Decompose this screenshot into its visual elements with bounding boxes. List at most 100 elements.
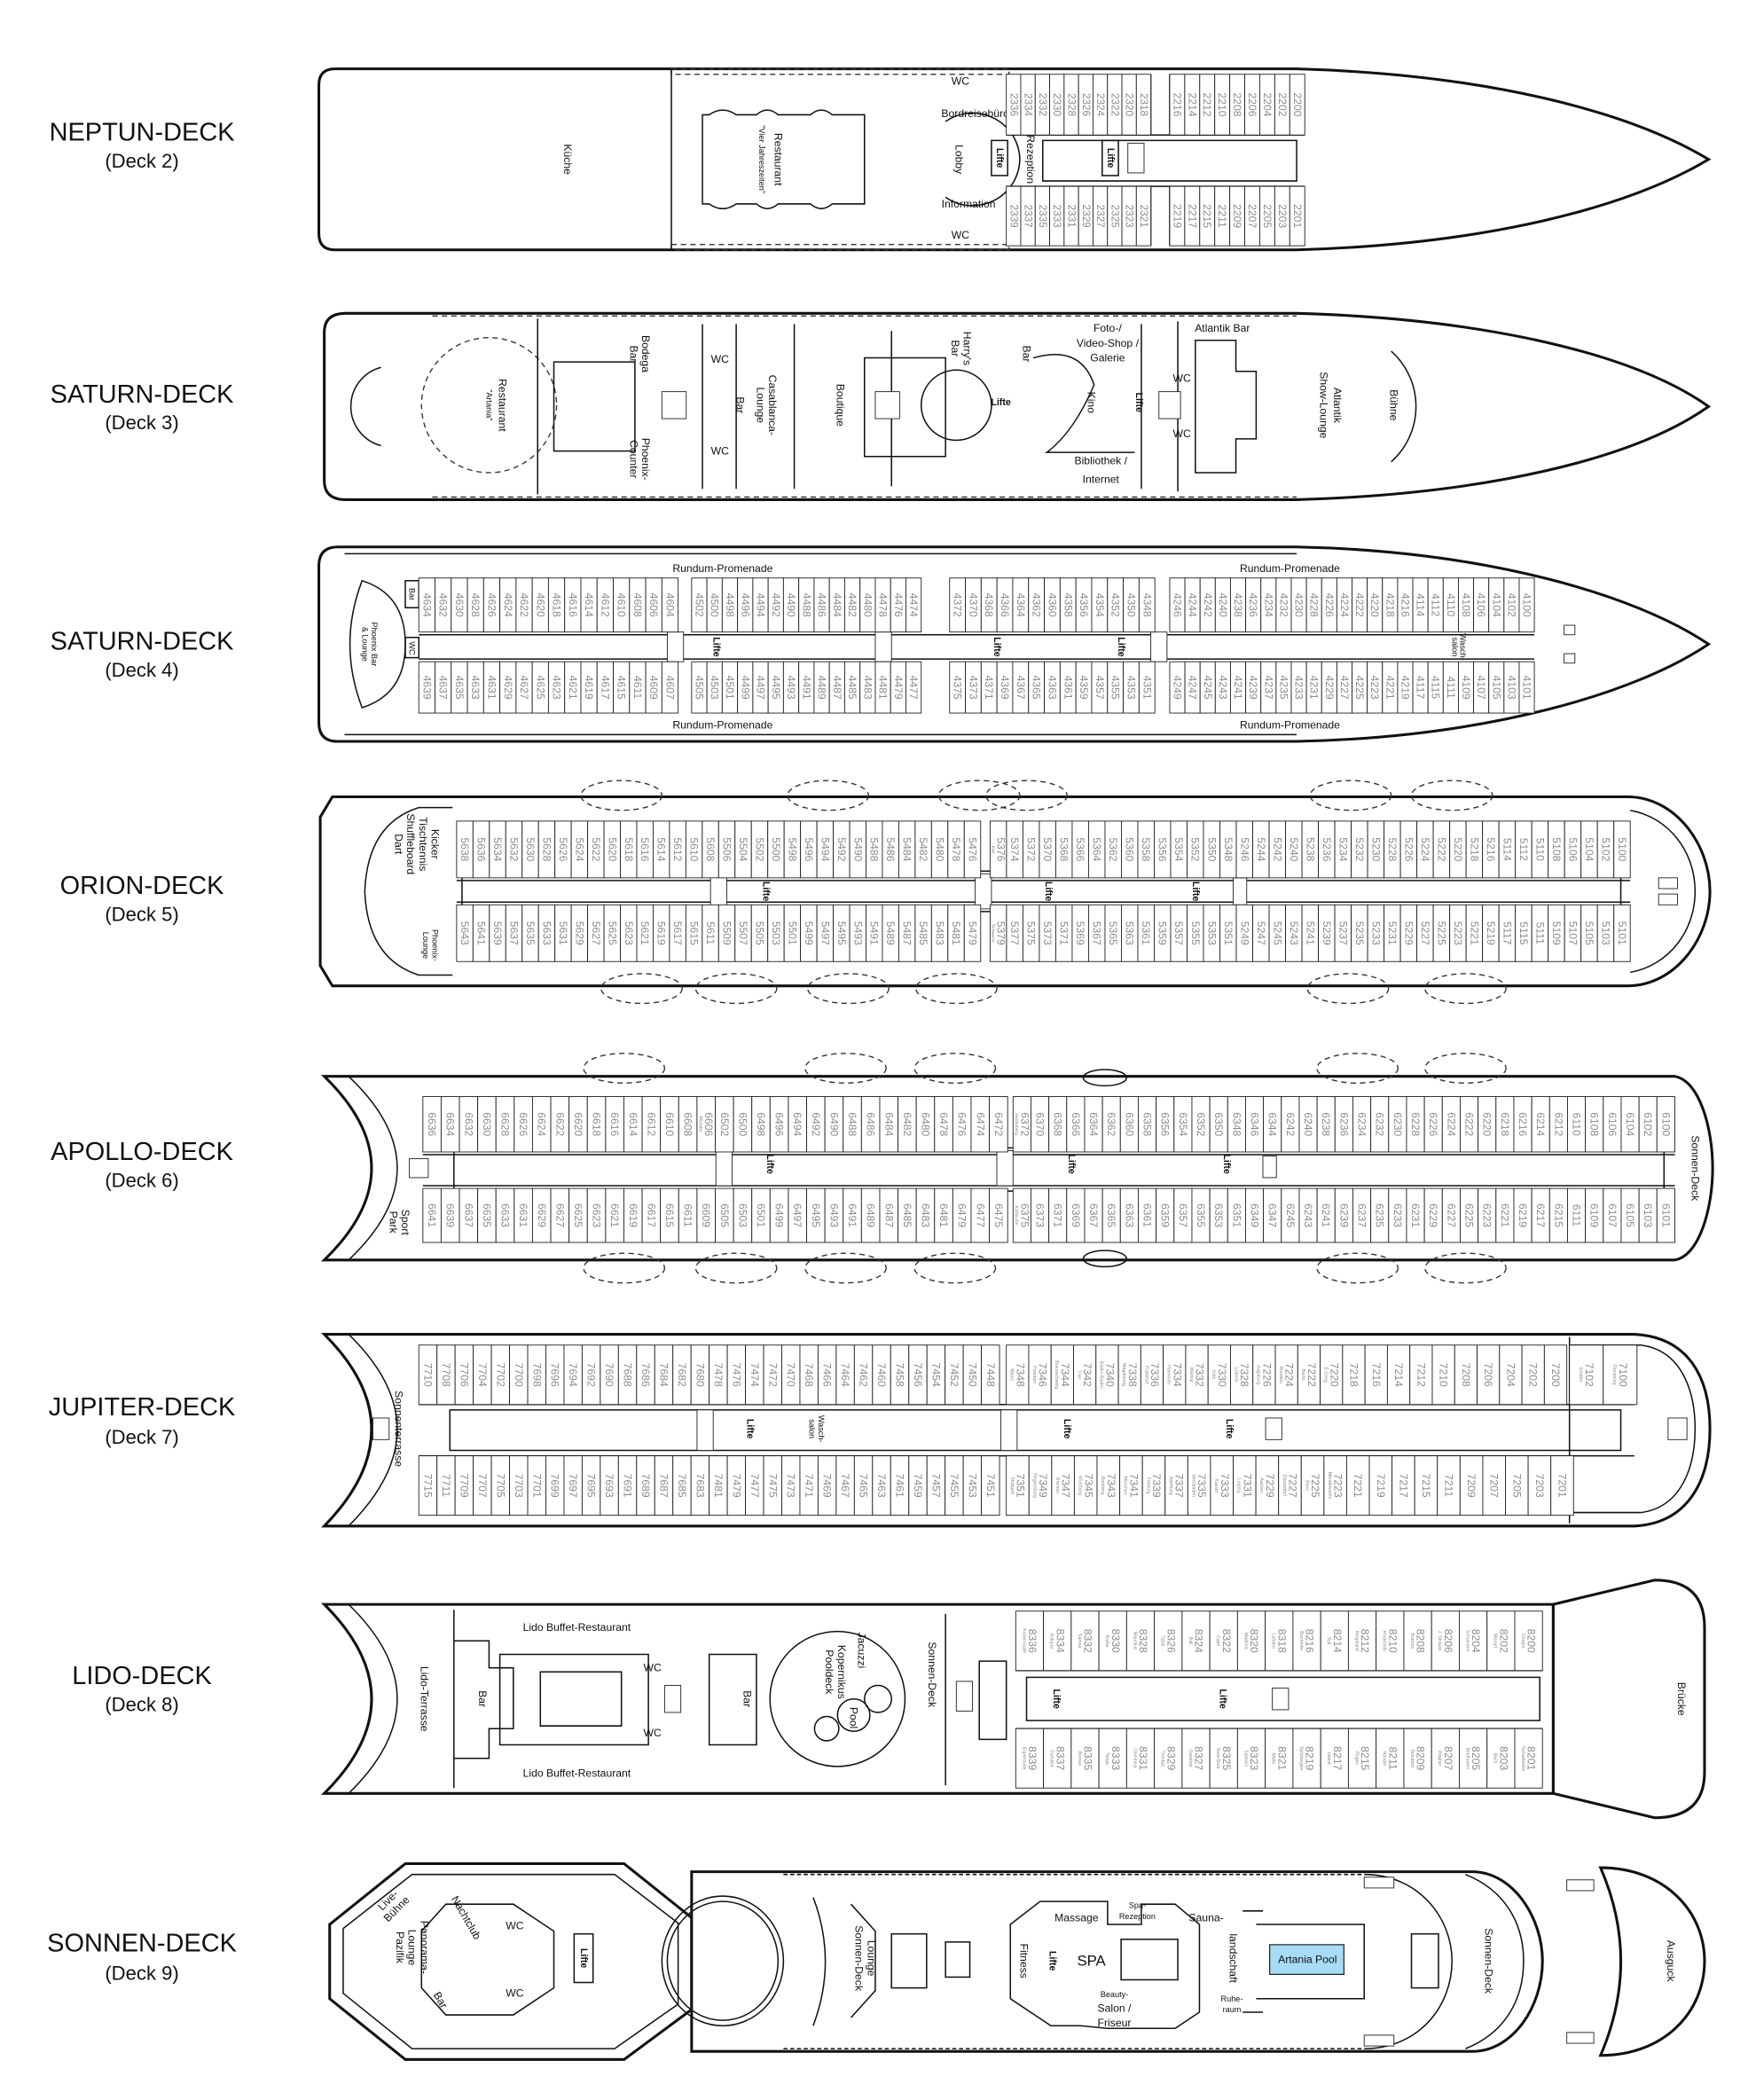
cabin[interactable]: 5621 [636, 904, 654, 962]
cabin[interactable]: 4358 [1059, 577, 1077, 633]
cabin[interactable]: 5630 [521, 820, 539, 879]
cabin[interactable]: 2329 [1078, 185, 1094, 247]
cabin[interactable]: 4233 [1290, 661, 1307, 714]
cabin[interactable]: 4637 [435, 661, 452, 714]
cabin[interactable]: 2337 [1020, 185, 1036, 247]
cabin[interactable]: 7464 [835, 1344, 855, 1406]
cabin[interactable]: 4117 [1412, 661, 1429, 714]
cabin[interactable]: 4615 [613, 661, 631, 714]
cabin[interactable]: 2333 [1049, 185, 1065, 247]
cabin[interactable]: 6618 [586, 1096, 607, 1153]
cabin[interactable]: 4111 [1442, 661, 1459, 714]
cabin[interactable]: 6238 [1316, 1096, 1336, 1153]
cabin[interactable]: 7200 [1543, 1344, 1568, 1406]
cabin[interactable]: 6476 [952, 1096, 972, 1153]
cabin[interactable]: 6219 [1513, 1187, 1533, 1243]
cabin[interactable]: 6365 [1101, 1187, 1121, 1243]
cabin[interactable]: 7468 [799, 1344, 819, 1406]
cabin[interactable]: 5227 [1416, 904, 1434, 962]
cabin[interactable]: 4619 [580, 661, 598, 714]
cabin[interactable]: 5350 [1203, 820, 1220, 879]
cabin[interactable]: 7455 [945, 1455, 964, 1516]
cabin[interactable]: 6629 [531, 1187, 552, 1243]
cabin[interactable]: 5233 [1367, 904, 1385, 962]
cabin[interactable]: 7700 [509, 1344, 529, 1406]
cabin[interactable]: 4352 [1107, 577, 1125, 633]
cabin[interactable]: 7465 [853, 1455, 874, 1516]
cabin[interactable]: 6111 [1567, 1187, 1587, 1243]
cabin[interactable]: 5229 [1399, 904, 1418, 962]
cabin[interactable]: 4606 [645, 577, 662, 633]
cabin[interactable]: 5501 [783, 904, 802, 962]
cabin[interactable]: 5220 [1449, 820, 1467, 879]
cabin[interactable]: 4479 [890, 661, 906, 714]
cabin[interactable]: 4635 [451, 661, 468, 714]
deck-neptun[interactable]: Küche Restaurant "Vier Jahreszeiten" Bor… [317, 67, 1712, 252]
cabin[interactable]: 6496 [769, 1096, 789, 1153]
cabin[interactable]: 2325 [1107, 185, 1123, 247]
cabin[interactable]: 5375 [1022, 904, 1040, 962]
cabin[interactable]: 6370 [1030, 1096, 1050, 1153]
cabin[interactable]: 6358 [1137, 1096, 1157, 1153]
cabin[interactable]: 2205 [1258, 185, 1275, 247]
cabin[interactable]: 5616 [636, 820, 654, 879]
cabin[interactable]: 2201 [1289, 185, 1305, 247]
cabin[interactable]: 4237 [1260, 661, 1277, 714]
cabin[interactable]: 7689 [636, 1455, 655, 1516]
cabin[interactable]: 4629 [499, 661, 517, 714]
cabin[interactable]: 6233 [1388, 1187, 1407, 1243]
cabin[interactable]: 6501 [751, 1187, 771, 1243]
cabin[interactable]: 6491 [843, 1187, 862, 1243]
cabin[interactable]: 7685 [672, 1455, 692, 1516]
cabin[interactable]: 4102 [1503, 577, 1520, 633]
cabin[interactable]: 4236 [1245, 577, 1262, 633]
cabin[interactable]: 4628 [466, 577, 484, 633]
cabin[interactable]: 5626 [554, 820, 572, 879]
cabin[interactable]: 7715 [418, 1455, 438, 1516]
cabin[interactable]: 5628 [537, 820, 556, 879]
cabin[interactable]: 6612 [641, 1096, 662, 1153]
cabin[interactable]: 5235 [1351, 904, 1368, 962]
cabin[interactable]: 6352 [1191, 1096, 1211, 1153]
cabin[interactable]: 5352 [1187, 820, 1204, 879]
cabin[interactable]: 6236 [1334, 1096, 1353, 1153]
cabin[interactable]: 4222 [1352, 577, 1368, 633]
cabin[interactable]: 6617 [641, 1187, 662, 1243]
cabin[interactable]: 5627 [587, 904, 605, 962]
cabin[interactable]: 2207 [1244, 185, 1260, 247]
cabin[interactable]: 4104 [1488, 577, 1505, 633]
cabin[interactable]: 5225 [1432, 904, 1451, 962]
cabin[interactable]: 2334 [1020, 74, 1036, 136]
cabin[interactable]: 4611 [629, 661, 647, 714]
cabin[interactable]: 7708 [436, 1344, 456, 1406]
cabin[interactable]: 2320 [1121, 74, 1137, 136]
cabin[interactable]: 7202 [1521, 1344, 1545, 1406]
cabin[interactable]: 4498 [721, 577, 739, 633]
cabin[interactable]: 7703 [509, 1455, 529, 1516]
cabin[interactable]: 6222 [1460, 1096, 1479, 1153]
cabin[interactable]: 4101 [1518, 661, 1535, 714]
cabin[interactable]: 6490 [824, 1096, 844, 1153]
cabin[interactable]: 6229 [1423, 1187, 1443, 1243]
cabin[interactable]: 6223 [1478, 1187, 1497, 1243]
cabin[interactable]: 4234 [1260, 577, 1277, 633]
cabin[interactable]: 4223 [1367, 661, 1384, 714]
cabin[interactable]: 4487 [828, 661, 845, 714]
cabin[interactable]: 7706 [454, 1344, 474, 1406]
cabin[interactable]: 7214 [1386, 1344, 1411, 1406]
